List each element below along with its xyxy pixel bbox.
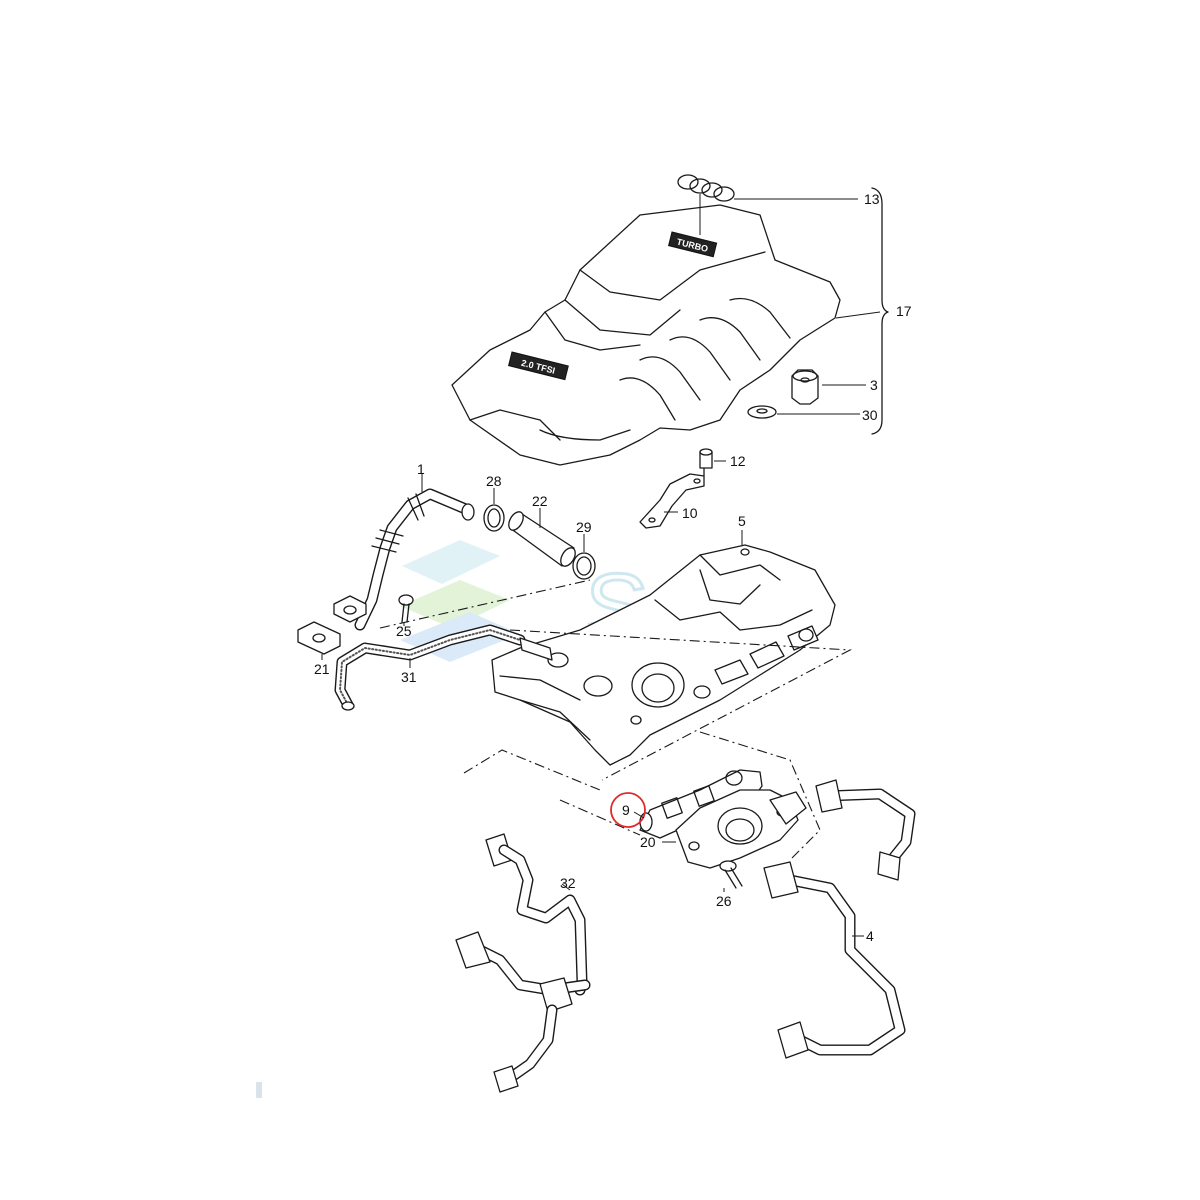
hose-4 [763,779,916,1059]
callout-31: 31 [401,669,417,685]
callout-22: 22 [532,493,548,509]
callout-1: 1 [417,461,425,477]
callout-13: 13 [864,191,880,207]
callout-12: 12 [730,453,746,469]
callout-10: 10 [682,505,698,521]
callout-4: 4 [866,928,874,944]
clamp-28 [483,488,505,532]
callout-3: 3 [870,377,878,393]
fitting-12 [699,448,726,477]
callout-9: 9 [622,802,630,818]
callout-29: 29 [576,519,592,535]
hose-31 [334,624,526,711]
rings-emblem [677,174,858,235]
callout-5: 5 [738,513,746,529]
callout-21: 21 [314,661,330,677]
bracket-10 [639,473,705,529]
group-bracket-17 [871,187,889,435]
highlight-circle [610,792,646,828]
clamp-29 [572,534,596,580]
hose-22 [508,508,576,567]
callout-20: 20 [640,834,656,850]
callout-17: 17 [896,303,912,319]
washer-part [747,405,860,419]
grommet-part [791,369,866,405]
callout-26: 26 [716,893,732,909]
bolt-26 [719,860,743,892]
assembly-dash-lines [379,579,853,861]
callout-30: 30 [862,407,878,423]
turbo-badge: TURBO [668,231,718,258]
bolt-25 [398,594,414,626]
valve-cover-5 [491,530,836,766]
callout-28: 28 [486,473,502,489]
flange-20 [662,789,807,869]
corner-mark [256,1082,262,1098]
engine-cover: TURBO 2.0 TFSI [451,204,841,466]
callout-32: 32 [560,875,576,891]
gasket-21 [297,621,341,660]
callout-labels: 13 17 3 30 12 10 5 1 28 22 29 25 21 31 9… [314,191,912,944]
hose-32 [455,833,591,1093]
callout-25: 25 [396,623,412,639]
breather-pipe-1 [333,474,475,631]
